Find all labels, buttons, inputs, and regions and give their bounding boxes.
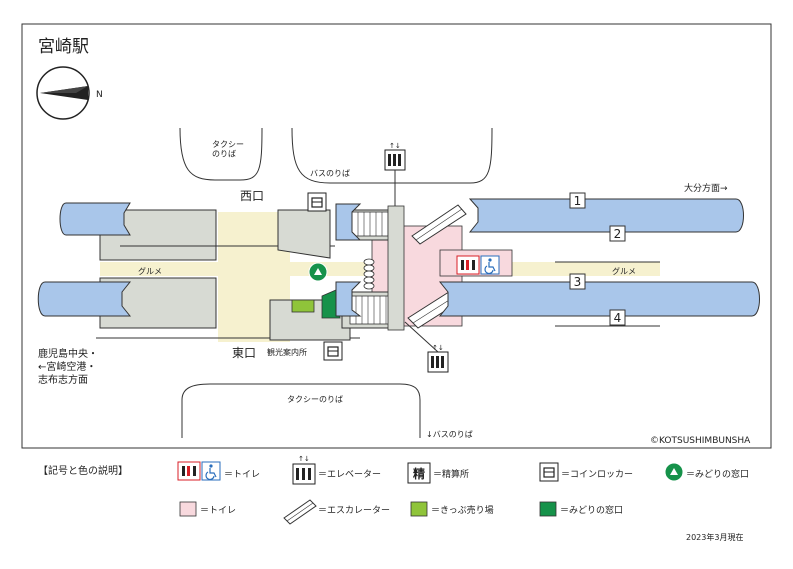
- pillar-row: [363, 258, 375, 290]
- platform-2-label: 2: [614, 227, 622, 241]
- legend-toilet-area-label: ＝トイレ: [200, 506, 236, 516]
- escalator-upper: [411, 204, 467, 245]
- legend-elevator-icon: ↑↓: [292, 455, 316, 485]
- as-of-date: 2023年3月現在: [686, 532, 743, 542]
- compass-icon: N: [36, 66, 103, 120]
- legend-escalator-label: ＝エスカレーター: [318, 505, 390, 516]
- legend-escalator-icon: [283, 499, 317, 525]
- legend-toilet-label: ＝トイレ: [224, 470, 260, 480]
- stairs-upper: [341, 209, 391, 241]
- compass-north-label: N: [96, 90, 103, 100]
- toilet-icon: [456, 255, 480, 275]
- svg-text:↑↓: ↑↓: [389, 142, 401, 150]
- central-corridor: [387, 205, 405, 331]
- gourmet-left-label: グルメ: [138, 266, 162, 276]
- coin-locker-icon: [307, 192, 327, 212]
- platform-1-2-west-end: [335, 203, 362, 241]
- taxi-east-label: タクシーのりば: [287, 395, 343, 404]
- legend-midori-area-swatch: [539, 501, 557, 517]
- legend-ticket-area-label: ＝きっぷ売り場: [431, 504, 494, 516]
- platform-3-label: 3: [574, 275, 582, 289]
- legend-elevator-label: ＝エレベーター: [318, 469, 381, 480]
- west-building: [277, 209, 331, 259]
- platform-number-1: 1: [569, 192, 586, 209]
- svg-text:↑↓: ↑↓: [298, 455, 310, 463]
- east-exit-label: 東口: [232, 346, 256, 360]
- bus-west-label: バスのりば: [310, 169, 350, 178]
- legend-title: 【記号と色の説明】: [38, 464, 128, 477]
- direction-kagoshima: 鹿児島中央・ ←宮崎空港・ 志布志方面: [38, 349, 98, 386]
- legend-midori-label: ＝みどりの窓口: [686, 468, 749, 480]
- taxi-area-east: [181, 383, 421, 438]
- coin-locker-icon: [323, 341, 343, 361]
- bus-east-label: ↓バスのりば: [426, 430, 473, 439]
- legend-midori-area-label: ＝みどりの窓口: [560, 504, 623, 516]
- platform-4-label: 4: [614, 311, 622, 325]
- taxi-area-west: [179, 127, 263, 181]
- legend-fare-adjust-glyph: 精: [413, 466, 425, 481]
- platform-left-upper: [59, 202, 131, 236]
- bus-area-west: [291, 127, 493, 184]
- platform-number-3: 3: [569, 273, 586, 290]
- station-title: 宮崎駅: [38, 37, 89, 57]
- platform-3-4: [438, 281, 760, 317]
- platform-number-4: 4: [609, 309, 626, 326]
- platform-left-lower: [37, 281, 132, 317]
- direction-oita: 大分方面→: [684, 182, 728, 194]
- svg-text:↑↓: ↑↓: [432, 344, 444, 352]
- platform-1-label: 1: [574, 194, 582, 208]
- legend-ticket-area-swatch: [410, 501, 428, 517]
- legend-coin-locker-icon: [539, 462, 559, 482]
- gourmet-right-label: グルメ: [612, 266, 636, 276]
- platform-number-2: 2: [609, 225, 626, 242]
- copyright-text: ©KOTSUSHIMBUNSHA: [650, 436, 751, 446]
- platform-1-2: [468, 198, 744, 233]
- midori-window-icon: [308, 262, 328, 282]
- west-exit-label: 西口: [240, 189, 264, 203]
- legend-coin-locker-label: ＝コインロッカー: [561, 469, 633, 480]
- legend-midori-icon: [664, 462, 684, 482]
- platform-3-4-west-end: [335, 281, 362, 317]
- legend-fare-adjust-label: ＝精算所: [433, 468, 469, 480]
- legend-toilet-area-swatch: [179, 501, 197, 517]
- legend-fare-adjust-icon: 精: [407, 462, 431, 484]
- tourist-info-label: 観光案内所: [267, 347, 307, 357]
- building-block-nw: [99, 209, 217, 261]
- ticket-area: [291, 299, 315, 313]
- stairs-lower: [341, 291, 401, 329]
- taxi-west-label: タクシーのりば: [212, 140, 244, 159]
- legend-toilet-icon: [177, 461, 221, 481]
- accessible-toilet-icon: [480, 255, 500, 275]
